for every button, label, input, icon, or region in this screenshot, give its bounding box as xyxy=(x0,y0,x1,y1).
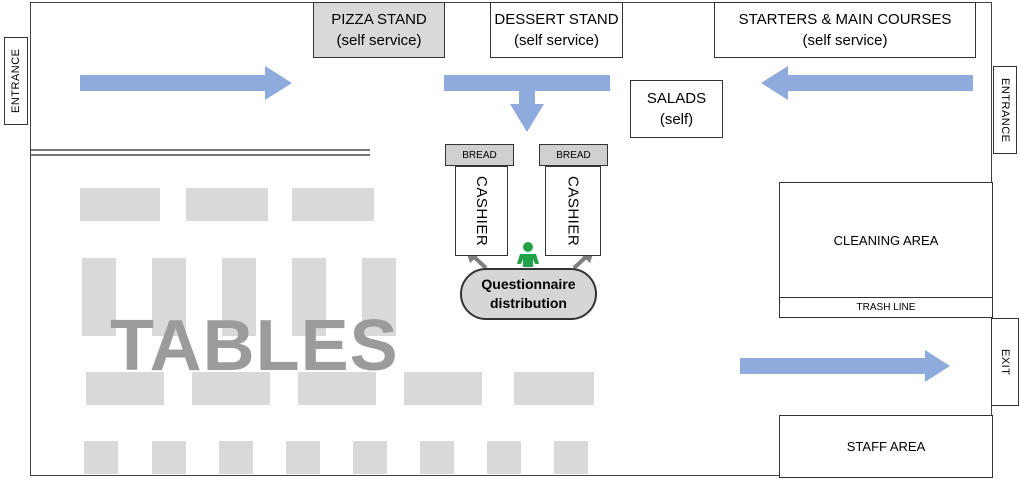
questionnaire-line2: distribution xyxy=(490,295,567,311)
salads-subtitle: (self) xyxy=(659,111,694,128)
cashier-left: CASHIER xyxy=(455,166,508,256)
table xyxy=(420,441,454,474)
starters-stand-title: STARTERS & MAIN COURSES xyxy=(738,11,952,28)
entry-arrow-left xyxy=(80,66,292,100)
table xyxy=(554,441,588,474)
staff-area: STAFF AREA xyxy=(779,415,993,478)
table xyxy=(86,372,164,405)
cashier-right: CASHIER xyxy=(545,166,601,256)
bread-right: BREAD xyxy=(539,144,608,166)
table xyxy=(82,258,116,336)
pizza-stand-subtitle: (self service) xyxy=(336,32,422,49)
questionnaire-line1: Questionnaire xyxy=(481,276,576,292)
table xyxy=(286,441,320,474)
bread-left: BREAD xyxy=(445,144,514,166)
tables-label: TABLES xyxy=(110,306,399,386)
table xyxy=(404,372,482,405)
cleaning-area: CLEANING AREA xyxy=(779,182,993,298)
table xyxy=(487,441,521,474)
service-arrow-center xyxy=(444,75,610,132)
table xyxy=(292,258,326,336)
pizza-stand: PIZZA STAND (self service) xyxy=(313,2,445,58)
table xyxy=(298,372,376,405)
table xyxy=(152,258,186,336)
dessert-stand: DESSERT STAND (self service) xyxy=(490,2,623,58)
salads-stand: SALADS (self) xyxy=(630,80,723,138)
entry-arrow-right xyxy=(761,66,973,100)
person-icon xyxy=(517,242,539,267)
exit-arrow xyxy=(740,350,950,382)
table xyxy=(152,441,186,474)
table xyxy=(84,441,118,474)
table xyxy=(186,188,268,221)
entrance-right: ENTRANCE xyxy=(993,66,1017,154)
table xyxy=(80,188,160,221)
pizza-stand-title: PIZZA STAND xyxy=(331,11,427,28)
trash-line: TRASH LINE xyxy=(779,297,993,318)
dessert-stand-subtitle: (self service) xyxy=(513,32,599,49)
table xyxy=(362,258,396,336)
table xyxy=(353,441,387,474)
divider-line xyxy=(31,149,370,156)
salads-title: SALADS xyxy=(646,90,707,107)
questionnaire-distribution: Questionnaire distribution xyxy=(460,268,597,320)
dessert-stand-title: DESSERT STAND xyxy=(494,11,619,28)
table xyxy=(514,372,594,405)
table xyxy=(222,258,256,336)
table xyxy=(219,441,253,474)
starters-main-courses-stand: STARTERS & MAIN COURSES (self service) xyxy=(714,2,976,58)
exit-door: EXIT xyxy=(991,318,1019,406)
starters-stand-subtitle: (self service) xyxy=(802,32,888,49)
table xyxy=(192,372,270,405)
table xyxy=(292,188,374,221)
